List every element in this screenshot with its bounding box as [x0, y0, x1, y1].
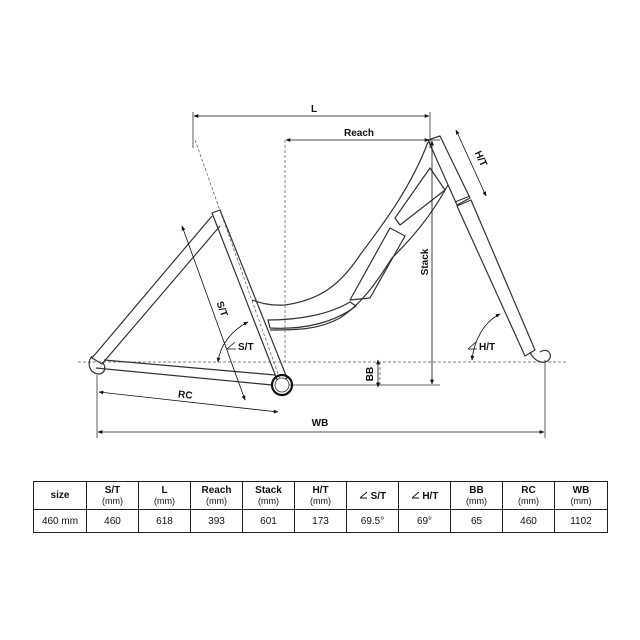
- header-rc: RC(mm): [502, 481, 555, 510]
- label-ht-angle: H/T: [479, 342, 495, 353]
- seat-stay: [91, 215, 221, 365]
- header-wb: WB(mm): [554, 481, 608, 510]
- frame-panel-upper: [394, 167, 446, 226]
- cell-size: 460 mm: [33, 509, 87, 533]
- st-dimension-line: [181, 225, 246, 401]
- cell-wb: 1102: [554, 509, 608, 533]
- seat-tube-extension-line: [194, 139, 283, 386]
- frame-panel-middle: [349, 227, 406, 301]
- seat-tube: [211, 209, 288, 383]
- fork: [456, 199, 536, 357]
- cell-ht-angle: 69°: [398, 509, 451, 533]
- cell-reach: 393: [190, 509, 243, 533]
- head-tube: [427, 135, 471, 206]
- chain-stay: [95, 359, 276, 386]
- label-st: S/T: [214, 300, 230, 318]
- label-rc: RC: [177, 389, 193, 401]
- st-angle-arc: [216, 321, 249, 363]
- cell-stack: 601: [242, 509, 295, 533]
- rear-dropout: [88, 355, 106, 375]
- angle-icon: [411, 491, 419, 498]
- cell-ht: 173: [294, 509, 347, 533]
- header-size: size: [33, 481, 87, 510]
- header-ht-angle: H/T: [398, 481, 451, 510]
- label-ht: H/T: [472, 149, 489, 168]
- front-dropout: [529, 349, 551, 363]
- header-st: S/T(mm): [86, 481, 139, 510]
- label-reach: Reach: [344, 128, 374, 139]
- rc-dimension-line: [98, 390, 279, 414]
- angle-icon: [226, 341, 236, 350]
- bike-geometry-diagram: L Reach H/T Stack S/T S/T H/T BB RC WB: [78, 104, 568, 438]
- frame-panel-lower: [267, 301, 357, 329]
- dimension-lines: [97, 114, 545, 434]
- cell-l: 618: [138, 509, 191, 533]
- ht-angle-arc: [470, 313, 501, 361]
- geometry-spec-table: size S/T(mm) L(mm) Reach(mm) Stack(mm) H…: [33, 481, 608, 533]
- header-st-angle: S/T: [346, 481, 399, 510]
- cell-rc: 460: [502, 509, 555, 533]
- down-tube-upper: [251, 141, 429, 306]
- ht-angle-label: H/T: [467, 341, 495, 353]
- table-header-row: size S/T(mm) L(mm) Reach(mm) Stack(mm) H…: [33, 481, 608, 510]
- st-angle-label: S/T: [226, 341, 254, 353]
- header-stack: Stack(mm): [242, 481, 295, 510]
- label-st-angle: S/T: [238, 342, 254, 353]
- header-ht: H/T(mm): [294, 481, 347, 510]
- label-stack: Stack: [420, 248, 431, 275]
- down-tube-lower: [269, 184, 449, 331]
- fork-crown: [454, 195, 471, 203]
- cell-bb: 65: [450, 509, 503, 533]
- label-bb: BB: [365, 367, 376, 381]
- ht-dimension-line: [455, 129, 487, 197]
- label-l: L: [311, 104, 317, 115]
- label-wb: WB: [312, 418, 329, 429]
- cell-st: 460: [86, 509, 139, 533]
- header-reach: Reach(mm): [190, 481, 243, 510]
- extension-lines: [96, 112, 546, 438]
- angle-arcs: [216, 313, 501, 363]
- angle-icon: [359, 491, 368, 498]
- header-bb: BB(mm): [450, 481, 503, 510]
- guide-lines: [78, 139, 568, 386]
- angle-icon: [467, 341, 477, 350]
- cell-st-angle: 69.5°: [346, 509, 399, 533]
- table-row: 460 mm 460 618 393 601 173 69.5° 69° 65 …: [33, 509, 608, 533]
- bottom-bracket: [270, 373, 294, 397]
- header-l: L(mm): [138, 481, 191, 510]
